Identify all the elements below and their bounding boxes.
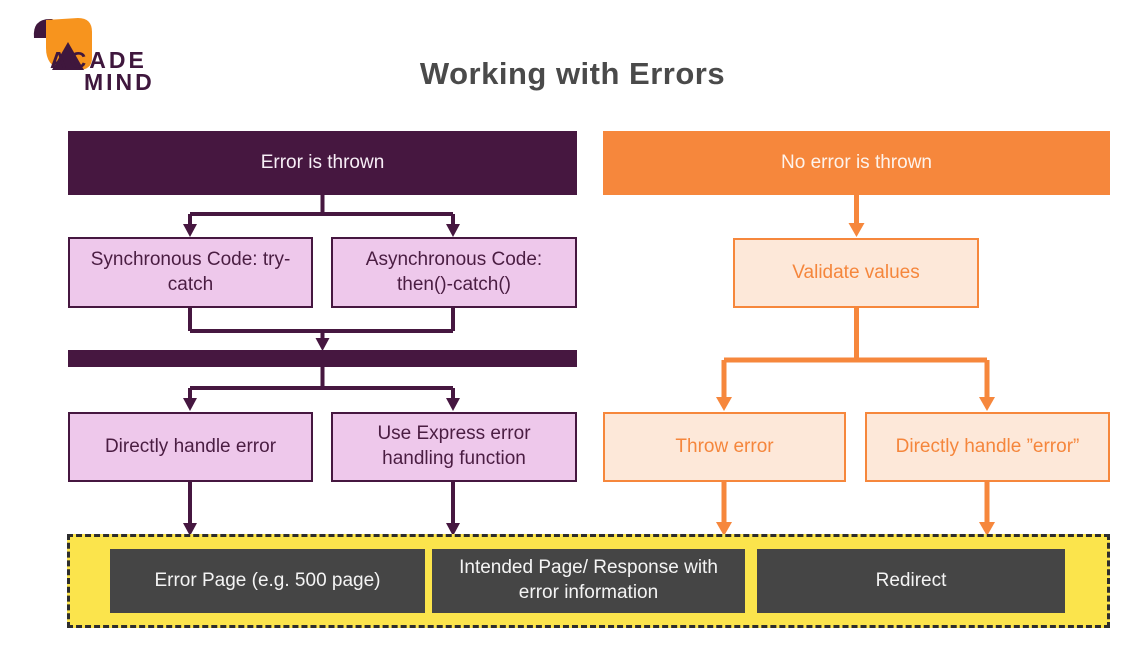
header-error-thrown: Error is thrown [68, 131, 577, 195]
logo-graphic: ACADE MIND [33, 18, 155, 95]
box-redirect: Redirect [757, 549, 1065, 613]
box-synchronous-code: Synchronous Code: try-catch [68, 237, 313, 308]
box-throw-error: Throw error [603, 412, 846, 482]
logo-text-mind: MIND [84, 69, 155, 95]
box-use-express-error-handling: Use Express error handling function [331, 412, 577, 482]
box-validate-values: Validate values [733, 238, 979, 308]
box-asynchronous-code: Asynchronous Code: then()-catch() [331, 237, 577, 308]
box-directly-handle-quoted-error: Directly handle ”error” [865, 412, 1110, 482]
logo-text-acade: ACADE [50, 47, 147, 73]
outcomes-container: Error Page (e.g. 500 page) Intended Page… [67, 534, 1110, 628]
box-directly-handle-error: Directly handle error [68, 412, 313, 482]
logo-a-apex-shape [52, 42, 84, 70]
box-error-page: Error Page (e.g. 500 page) [110, 549, 425, 613]
box-intended-page-response: Intended Page/ Response with error infor… [432, 549, 745, 613]
page-title: Working with Errors [419, 56, 726, 91]
header-no-error-thrown: No error is thrown [603, 131, 1110, 195]
academind-logo: ACADE MIND [22, 8, 202, 96]
merge-bar [68, 350, 577, 367]
